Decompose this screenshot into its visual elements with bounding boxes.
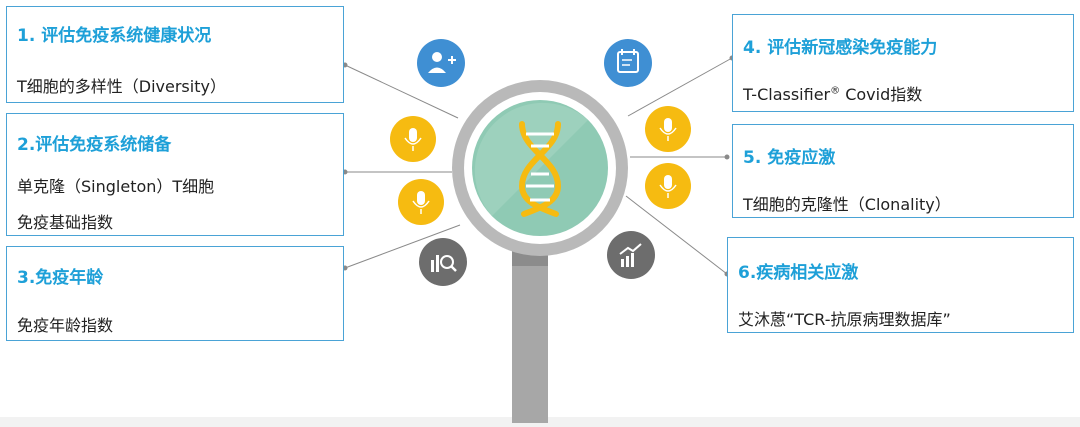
trend-chart-icon (607, 231, 655, 279)
info-box-1: 1. 评估免疫系统健康状况 T细胞的多样性（Diversity） (6, 6, 344, 103)
box-line-6-1: 艾沐蒽“TCR-抗原病理数据库” (738, 310, 951, 329)
microphone-icon (390, 116, 436, 162)
info-box-4: 4. 评估新冠感染免疫能力 T-Classifier® Covid指数 (732, 14, 1074, 112)
box-title-5: 5. 免疫应激 (743, 148, 836, 168)
box-line-4-1-text: T-Classifier (743, 85, 831, 104)
box-line-1-1: T细胞的多样性（Diversity） (17, 77, 226, 96)
info-box-5: 5. 免疫应激 T细胞的克隆性（Clonality） (732, 124, 1074, 218)
connector-line-4 (627, 57, 733, 117)
info-box-3: 3.免疫年龄 免疫年龄指数 (6, 246, 344, 341)
info-box-6: 6.疾病相关应激 艾沐蒽“TCR-抗原病理数据库” (727, 237, 1074, 333)
box-line-4-1: T-Classifier® Covid指数 (743, 81, 922, 105)
person-add-icon (417, 39, 465, 87)
box-title-2: 2.评估免疫系统储备 (17, 135, 172, 155)
connector-line-6 (625, 195, 728, 275)
box-title-4: 4. 评估新冠感染免疫能力 (743, 38, 938, 58)
connector-line-3 (344, 224, 461, 269)
calendar-list-icon (604, 39, 652, 87)
microphone-icon (645, 163, 691, 209)
microphone-icon (398, 179, 444, 225)
dna-helix-icon (518, 121, 562, 217)
connector-dot-5 (724, 154, 730, 160)
box-line-4-1-suffix: Covid指数 (845, 85, 923, 104)
chart-magnifier-icon (419, 238, 467, 286)
info-box-2: 2.评估免疫系统储备 单克隆（Singleton）T细胞 免疫基础指数 (6, 113, 344, 236)
box-line-2-2: 免疫基础指数 (17, 213, 114, 232)
magnifier-handle (512, 248, 548, 423)
box-line-5-1: T细胞的克隆性（Clonality） (743, 195, 951, 214)
box-title-1: 1. 评估免疫系统健康状况 (17, 26, 212, 46)
box-title-6: 6.疾病相关应激 (738, 263, 859, 283)
box-title-3: 3.免疫年龄 (17, 268, 104, 288)
registered-mark: ® (830, 85, 841, 97)
connector-line-1 (344, 64, 459, 119)
microphone-icon (645, 106, 691, 152)
box-line-3-1: 免疫年龄指数 (17, 316, 114, 335)
box-line-2-1: 单克隆（Singleton）T细胞 (17, 177, 215, 196)
